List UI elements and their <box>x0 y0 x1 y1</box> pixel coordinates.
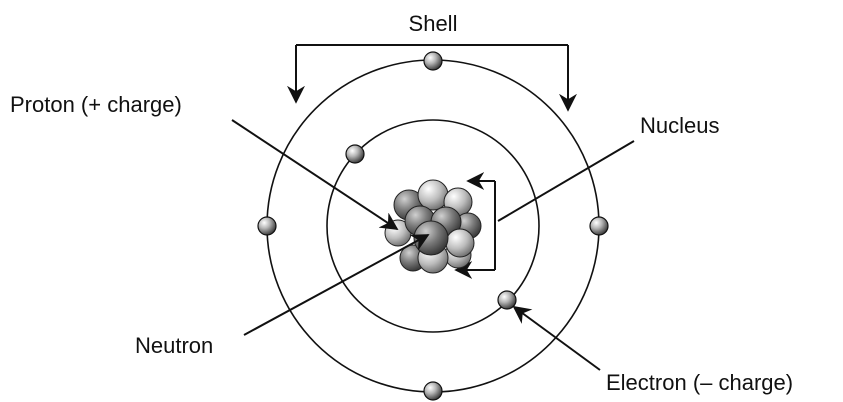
electron-pointer <box>512 305 601 371</box>
electrons <box>257 51 609 401</box>
label-pointers <box>231 119 635 371</box>
proton-pointer <box>231 119 399 230</box>
shell-label: Shell <box>409 11 458 36</box>
electron-sphere-icon <box>423 381 443 401</box>
electron-sphere-icon <box>497 290 517 310</box>
electron-sphere-icon <box>257 216 277 236</box>
shell-bracket <box>287 44 577 112</box>
electron-sphere-icon <box>345 144 365 164</box>
electron-sphere-icon <box>589 216 609 236</box>
nucleus-pointer <box>497 140 635 222</box>
inner-shell-orbit <box>326 119 540 333</box>
nucleon-sphere-icon <box>413 220 449 256</box>
nucleus-bracket <box>454 172 496 279</box>
neutron-label: Neutron <box>135 333 213 358</box>
nucleus-label: Nucleus <box>640 113 719 138</box>
proton-label: Proton (+ charge) <box>10 92 182 117</box>
nucleon-sphere-icon <box>417 179 449 211</box>
electron-label: Electron (– charge) <box>606 370 793 395</box>
nucleus-cluster <box>384 179 482 274</box>
nucleon-sphere-icon <box>445 228 475 258</box>
neutron-pointer <box>243 234 430 336</box>
electron-sphere-icon <box>423 51 443 71</box>
